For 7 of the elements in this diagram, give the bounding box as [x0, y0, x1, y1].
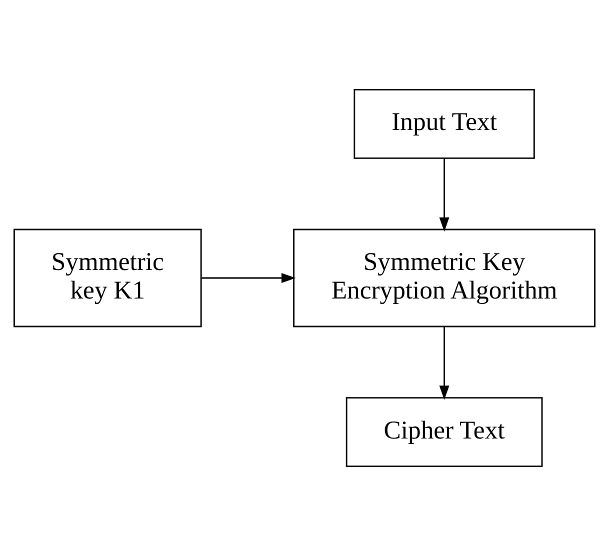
- arrow: [439, 326, 450, 400]
- node-box: Symmetric key K1: [14, 228, 202, 327]
- arrow: [202, 272, 296, 282]
- arrow: [439, 158, 450, 232]
- node-box: Cipher Text: [346, 396, 543, 466]
- node-box: Symmetric Key Encryption Algorithm: [293, 228, 596, 327]
- node-box: Input Text: [354, 88, 535, 158]
